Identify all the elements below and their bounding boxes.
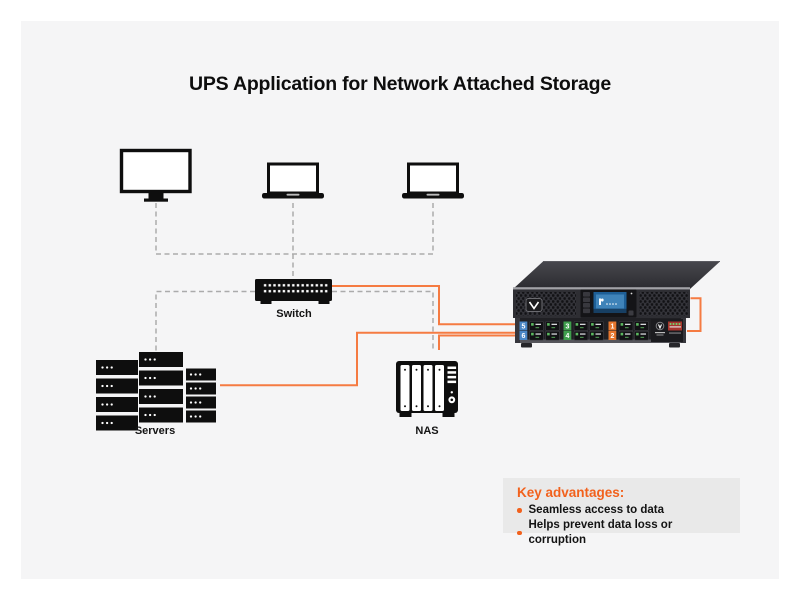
nas-icon bbox=[396, 361, 458, 417]
terminal-block bbox=[668, 321, 682, 331]
outlet-number: 5 bbox=[521, 323, 525, 330]
servers-label: Servers bbox=[134, 425, 176, 437]
nas-label: NAS bbox=[415, 425, 439, 437]
ups-top-face bbox=[513, 261, 720, 289]
laptop-icon bbox=[262, 162, 324, 199]
power-connection-lines bbox=[220, 285, 516, 387]
bullet-icon bbox=[517, 530, 522, 536]
advantage-item: Helps prevent data loss or corruption bbox=[517, 518, 732, 548]
outlet-number: 2 bbox=[610, 333, 614, 340]
outlet-number: 1 bbox=[610, 323, 614, 330]
outlet-number: 6 bbox=[521, 333, 525, 340]
outlet-number: 4 bbox=[565, 333, 569, 340]
key-advantages-box: Key advantages: Seamless access to data … bbox=[503, 478, 740, 546]
ups-outlet-unit: 5 6 3 4 1 2 bbox=[515, 318, 686, 348]
bullet-icon bbox=[517, 508, 522, 513]
ups-device-image: 5 6 3 4 1 2 bbox=[513, 261, 720, 348]
advantage-text: Helps prevent data loss or corruption bbox=[528, 519, 673, 546]
ups-rear-control-panel bbox=[651, 319, 683, 342]
vertiv-logo-badge bbox=[525, 298, 543, 312]
diagram-title: UPS Application for Network Attached Sto… bbox=[188, 73, 612, 95]
laptop-icon bbox=[402, 162, 464, 199]
desktop-monitor-icon bbox=[119, 148, 192, 202]
advantage-item: Seamless access to data bbox=[517, 503, 732, 518]
ups-connection-bracket bbox=[687, 297, 702, 332]
switch-label: Switch bbox=[276, 308, 312, 320]
key-advantages-list: Seamless access to data Helps prevent da… bbox=[517, 503, 732, 548]
network-connection-lines bbox=[155, 203, 434, 351]
advantage-text: Seamless access to data bbox=[528, 504, 665, 516]
network-switch-icon bbox=[255, 279, 332, 304]
ups-display bbox=[580, 289, 637, 318]
server-stack-icon bbox=[96, 352, 216, 431]
key-advantages-heading: Key advantages: bbox=[517, 485, 625, 500]
outlet-number: 3 bbox=[565, 323, 569, 330]
